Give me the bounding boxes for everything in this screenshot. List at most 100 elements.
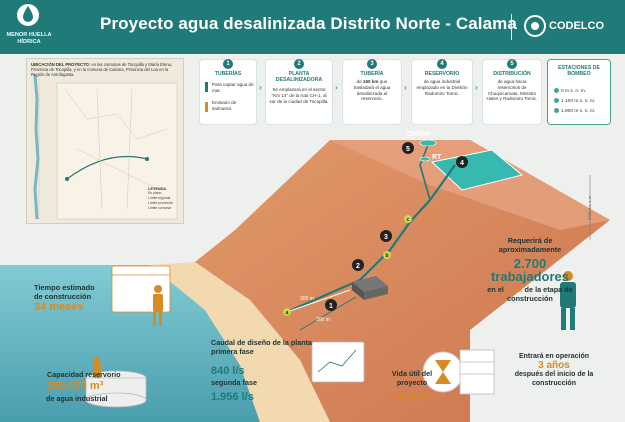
- pipeline-branch: [419, 144, 431, 201]
- workers-in: en el: [487, 285, 506, 294]
- header-bar: MENOR HUELLA HÍDRICA Proyecto agua desal…: [0, 0, 625, 54]
- marker-1: [325, 299, 337, 311]
- step-title: RESERVORIO: [424, 71, 460, 77]
- legend-title: LEYENDA: [148, 187, 167, 191]
- arrow-icon: ›: [335, 83, 338, 92]
- workers-peak: peak: [505, 285, 523, 294]
- location-map: UBICACIÓN DEL PROYECTO: en las comunas d…: [26, 58, 184, 224]
- marker-2-label: 2: [356, 263, 360, 270]
- station-c-label: c: [407, 217, 410, 223]
- legend-item: En plano: [148, 191, 162, 195]
- legend-item: Límite regional: [148, 196, 171, 200]
- legend-item: Límite provincial: [148, 201, 173, 205]
- pump-station-altitude: 0 m s. n. m.: [561, 88, 587, 94]
- station-b-label: b: [385, 253, 388, 259]
- workers-suffix: en el peak de la etapa de construcción: [480, 285, 580, 303]
- step-body: de agua hacia reservorios de Chuquicamat…: [486, 79, 538, 102]
- step-title: TUBERÍA: [360, 71, 384, 77]
- step-body-prefix: de: [356, 79, 363, 84]
- step-number: 2: [294, 59, 304, 69]
- operation-start-value: 3 años: [538, 360, 570, 371]
- hourglass-illustration: [422, 351, 464, 393]
- water-drop-icon: [17, 4, 39, 26]
- map-drawing: [27, 59, 183, 223]
- marker-3: [380, 230, 392, 242]
- chmh-label: CH/MH: [407, 131, 430, 138]
- rt-pad: [419, 156, 431, 162]
- station-c: [404, 215, 412, 223]
- outfall-pipe-swatch: [205, 102, 208, 112]
- step-pipeline: 3 TUBERÍA de 160 km que trasladará el ag…: [343, 59, 401, 124]
- workers-end: de la etapa de construcción: [507, 285, 573, 303]
- step-body: de 160 km que trasladará el agua desalin…: [346, 79, 398, 102]
- pump-station-dot: [554, 108, 559, 113]
- marker-4: [456, 156, 468, 168]
- step-pump-stations: ESTACIONES DE BOMBEO 0 m s. n. m. 1.100 …: [548, 60, 610, 124]
- step-body-secondary: Emisario de salmuera.: [212, 100, 237, 111]
- reservoir-capacity-value: 250.000 m³: [47, 380, 104, 392]
- construction-time-value: 34 meses: [34, 301, 84, 313]
- marker-3-label: 3: [384, 234, 388, 241]
- page-title: Proyecto agua desalinizada Distrito Nort…: [100, 14, 517, 33]
- operation-start-suffix: después del inicio de la construcción: [514, 371, 594, 387]
- step-body-rest: que trasladará el agua desalinizada al r…: [353, 79, 391, 102]
- project-life-value: 28 años: [393, 392, 431, 403]
- step-body: Para captar agua de mar.: [212, 82, 254, 93]
- step-number: 3: [367, 59, 377, 69]
- map-caption-label: UBICACIÓN DEL PROYECTO:: [31, 62, 91, 67]
- side-scale-label: 3.000 m s. n. m.: [588, 194, 592, 220]
- flow-value-phase1: 840 l/s: [211, 365, 245, 377]
- worker-illustration-right: [560, 271, 576, 330]
- header-divider: [511, 14, 512, 40]
- intake-pipe-swatch: [205, 82, 208, 92]
- legend-item: Límite comunal: [148, 206, 171, 210]
- marker-5-label: 5: [406, 146, 410, 153]
- codelco-logo-icon: [524, 15, 546, 37]
- step-title: TUBERÍAS: [214, 71, 242, 77]
- step-number: 4: [437, 59, 447, 69]
- map-caption: UBICACIÓN DEL PROYECTO: en las comunas d…: [31, 62, 181, 78]
- process-steps: 1 TUBERÍAS Para captar agua de mar. Emis…: [200, 59, 616, 128]
- marker-4-label: 4: [460, 160, 464, 167]
- station-b: [383, 251, 391, 259]
- intake-pipe: [286, 289, 351, 313]
- pump-station-row: 0 m s. n. m.: [554, 88, 586, 94]
- step-plant: 2 PLANTA DESALINIZADORA Se emplazará en …: [266, 59, 332, 124]
- arrow-icon: ›: [259, 83, 262, 92]
- workers-value: 2.700 trabajadores: [490, 256, 570, 284]
- worker-illustration-tank: [93, 356, 101, 378]
- brand-name: CODELCO: [549, 20, 604, 32]
- worker-illustration-calendar: [153, 285, 163, 326]
- marker-2: [352, 259, 364, 271]
- operation-start-label: Entrará en operación: [518, 353, 590, 360]
- step-body: Se emplazará en el sector "Km 14" de la …: [269, 87, 329, 104]
- pump-station-row: 1.900 m s. n. m.: [554, 108, 595, 114]
- reservoir-capacity-suffix: de agua industrial: [46, 394, 108, 403]
- operation-start: Entrará en operación 3 años después del …: [514, 352, 594, 388]
- step-title: PLANTA DESALINIZADORA: [275, 71, 323, 83]
- workers-label: Requerirá de aproximadamente: [498, 236, 562, 254]
- pump-station-dot: [554, 88, 559, 93]
- step-reservoir: 4 RESERVORIO de agua industrial emplazad…: [412, 59, 472, 124]
- station-a: [283, 308, 291, 316]
- water-footprint-label: MENOR HUELLA HÍDRICA: [6, 32, 52, 45]
- flow-value-phase2: 1.956 l/s: [211, 391, 254, 403]
- step-number: 1: [223, 59, 233, 69]
- arrow-icon: ›: [475, 83, 478, 92]
- pump-station-altitude: 1.100 m s. n. m.: [561, 98, 596, 104]
- station-a-label: a: [286, 310, 289, 316]
- water-footprint-badge: MENOR HUELLA HÍDRICA: [0, 0, 58, 54]
- map-caption-text: en las comunas de Tocopilla y María Elen…: [31, 62, 173, 78]
- step-title: DISTRIBUCIÓN: [493, 71, 531, 77]
- pump-station-dot: [554, 98, 559, 103]
- step-body: de agua industrial emplazado en la Divis…: [416, 79, 468, 96]
- building-illustration: [459, 349, 495, 395]
- plant-building: [352, 276, 388, 300]
- rt-label: RT: [432, 154, 442, 161]
- chart-illustration: [311, 341, 365, 383]
- marker-1-label: 1: [329, 303, 333, 310]
- flow-label: Caudal de diseño de la planta primera fa…: [211, 338, 313, 356]
- step-distribution: 5 DISTRIBUCIÓN de agua hacia reservorios…: [483, 59, 541, 124]
- map-legend: LEYENDA En plano Límite regional Límite …: [148, 187, 182, 211]
